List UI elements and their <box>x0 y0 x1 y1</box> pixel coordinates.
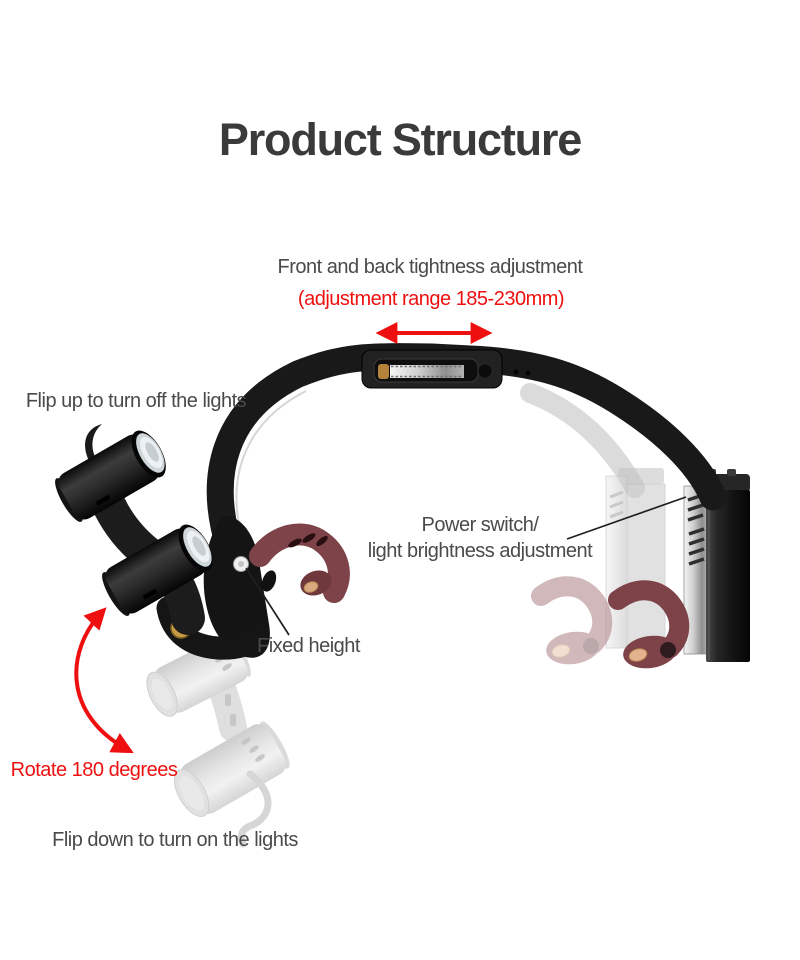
headband-inner-liner <box>235 390 307 541</box>
ghost-lamp-lower <box>173 721 290 817</box>
tightness-ratchet <box>361 349 503 389</box>
flip-lever-hook <box>85 424 104 476</box>
tightness-label-line2: (adjustment range 185-230mm) <box>297 288 565 310</box>
power-switch-label-line1: Power switch/ <box>421 514 539 536</box>
fixed-height-callout-line <box>245 567 290 636</box>
lamp-lower <box>102 524 213 616</box>
leather-clamp <box>249 523 350 603</box>
power-switch-label-line2: light brightness adjustment <box>367 540 593 562</box>
page-title: Product Structure <box>218 114 582 165</box>
lamp-upper <box>55 430 166 522</box>
power-switch-callout-line <box>566 496 687 540</box>
fixed-height-label: Fixed height <box>257 635 360 657</box>
ghost-light-module <box>146 633 290 848</box>
tightness-label-line1: Front and back tightness adjustment <box>277 256 583 278</box>
flip-up-label: Flip up to turn off the lights <box>25 390 247 412</box>
ghost-leather-strap <box>531 576 613 665</box>
ratchet-strip <box>390 365 464 378</box>
leather-strap <box>608 580 690 669</box>
rotate-label: Rotate 180 degrees <box>10 759 178 781</box>
ghost-battery-module <box>605 468 666 655</box>
ghost-cable <box>237 770 272 848</box>
rotate-arrow-icon <box>74 607 134 754</box>
battery-pack <box>706 490 750 662</box>
power-switch-label: Power switch/ light brightness adjustmen… <box>367 512 593 564</box>
flip-down-label: Flip down to turn on the lights <box>52 829 298 851</box>
